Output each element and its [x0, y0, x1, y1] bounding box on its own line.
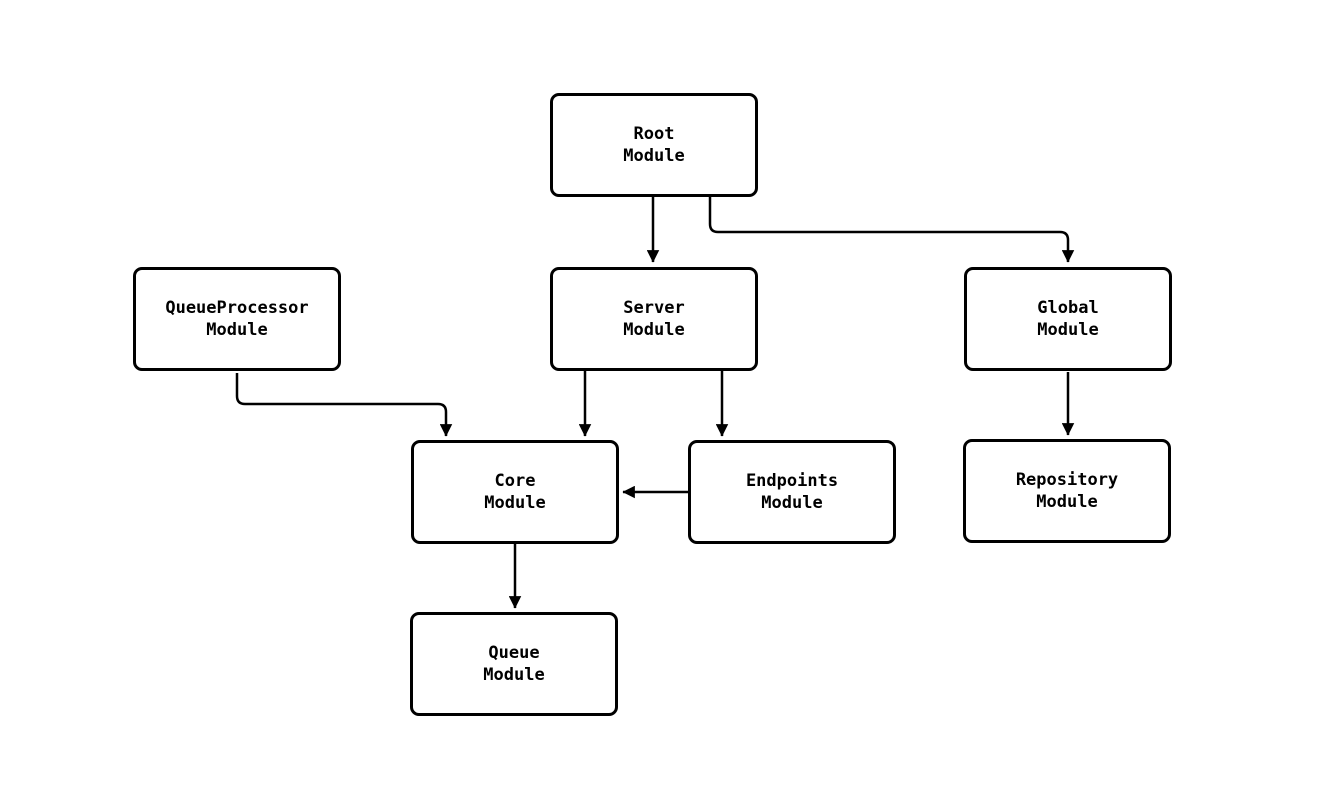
- node-server-module-label: Server Module: [623, 298, 685, 340]
- node-endpoints-module-label: Endpoints Module: [745, 471, 839, 513]
- edge-queueprocessor-to-core: [235, 373, 453, 437]
- node-core-module-label: Core Module: [484, 471, 546, 513]
- node-queueprocessor-module: QueueProcessor Module: [133, 267, 341, 371]
- node-queue-module-label: Queue Module: [483, 643, 545, 685]
- node-repository-module: Repository Module: [963, 439, 1171, 543]
- node-global-module: Global Module: [964, 267, 1172, 371]
- node-core-module: Core Module: [411, 440, 619, 544]
- node-server-module: Server Module: [550, 267, 758, 371]
- node-queue-module: Queue Module: [410, 612, 618, 716]
- node-repository-module-label: Repository Module: [1015, 470, 1119, 512]
- node-endpoints-module: Endpoints Module: [688, 440, 896, 544]
- node-root-module-label: Root Module: [623, 124, 685, 166]
- edge-root-to-global: [708, 197, 1075, 263]
- node-global-module-label: Global Module: [1037, 298, 1099, 340]
- node-queueprocessor-module-label: QueueProcessor Module: [165, 298, 309, 340]
- node-root-module: Root Module: [550, 93, 758, 197]
